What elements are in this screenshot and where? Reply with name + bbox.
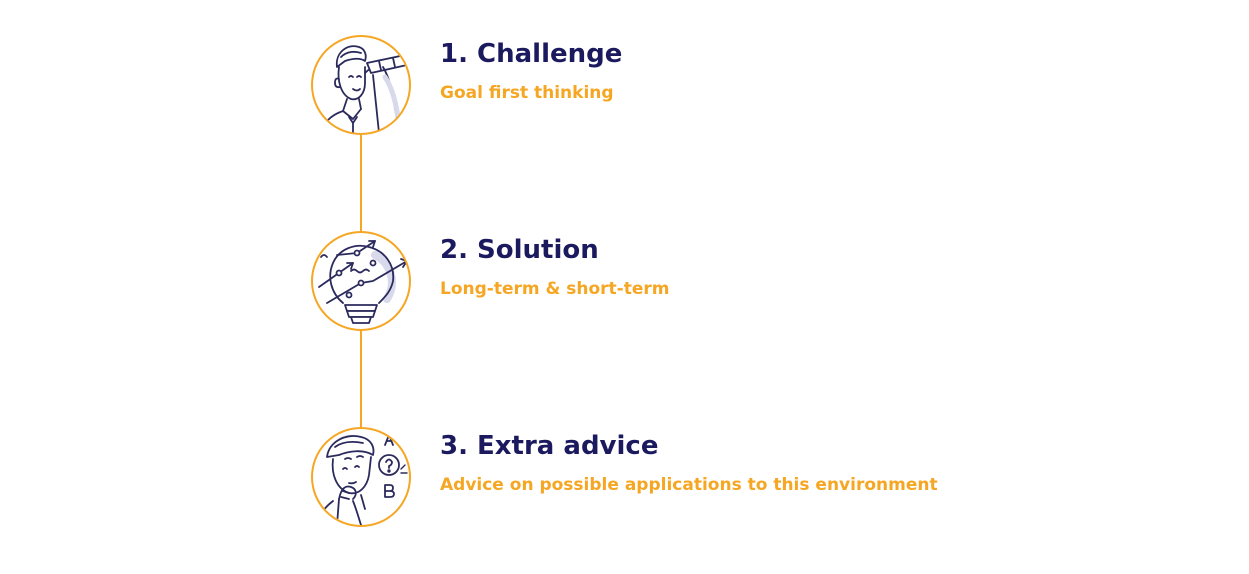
- person-with-telescope-icon: [311, 35, 411, 135]
- step-subtitle: Goal first thinking: [440, 83, 614, 103]
- step-subtitle: Long-term & short-term: [440, 279, 670, 299]
- step-title: 2. Solution: [440, 235, 599, 265]
- timeline-step-challenge: 1. Challenge Goal first thinking: [311, 35, 1011, 135]
- timeline-connector: [360, 133, 362, 233]
- timeline-step-extra-advice: 3. Extra advice Advice on possible appli…: [311, 427, 1011, 527]
- timeline-step-solution: 2. Solution Long-term & short-term: [311, 231, 1011, 331]
- lightbulb-with-arrows-icon: [311, 231, 411, 331]
- step-title: 1. Challenge: [440, 39, 623, 69]
- timeline-connector: [360, 329, 362, 429]
- thinking-person-icon: [311, 427, 411, 527]
- step-subtitle: Advice on possible applications to this …: [440, 475, 938, 495]
- step-title: 3. Extra advice: [440, 431, 659, 461]
